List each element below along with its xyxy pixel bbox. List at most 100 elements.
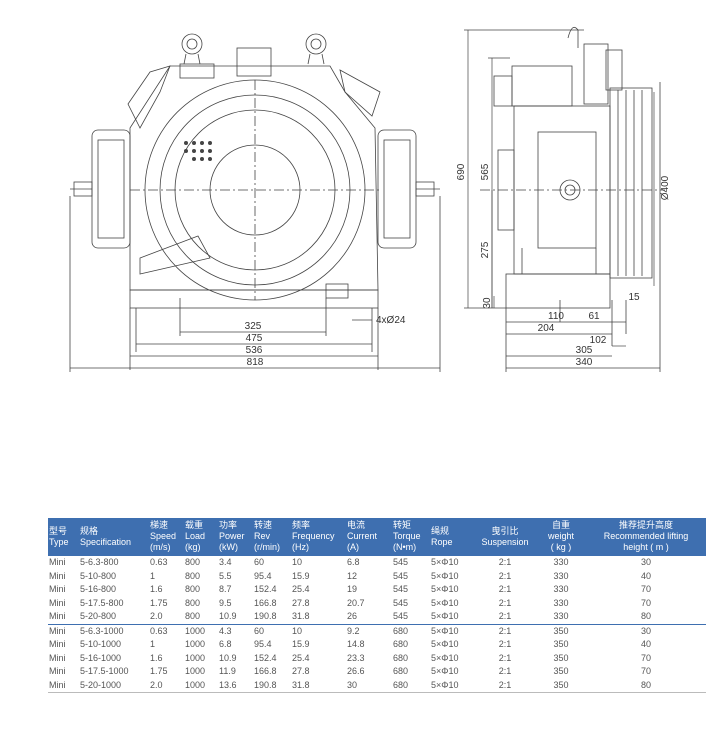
table-cell: 2:1 xyxy=(498,639,512,649)
front-view xyxy=(69,33,441,372)
table-cell: 152.4 xyxy=(254,584,277,594)
table-cell: 70 xyxy=(640,666,651,676)
table-cell: 70 xyxy=(640,597,651,608)
table-cell: 350 xyxy=(553,639,569,649)
table-cell: 350 xyxy=(553,652,569,663)
column-header-en: Type xyxy=(49,536,69,547)
table-cell: 70 xyxy=(640,584,651,594)
table-cell: 800 xyxy=(184,555,218,570)
table-cell: 545 xyxy=(392,555,430,570)
table-cell: 31.8 xyxy=(292,611,310,621)
table-cell: 5.5 xyxy=(219,570,232,581)
table-cell: 0.63 xyxy=(149,555,184,570)
dim-818: 818 xyxy=(247,357,264,368)
column-header-unit: (N•m) xyxy=(393,542,417,552)
table-cell: 1000 xyxy=(185,639,206,649)
dim-15: 15 xyxy=(628,292,640,303)
column-header-en: weight xyxy=(547,531,574,541)
table-cell: 680 xyxy=(393,639,409,649)
table-cell: 5×Φ10 xyxy=(431,611,459,621)
dim-61: 61 xyxy=(588,311,600,322)
table-cell: 5×Φ10 xyxy=(431,570,459,581)
table-cell: 3.4 xyxy=(218,555,253,570)
column-header-cn: 曳引比 xyxy=(491,525,519,536)
front-dimensions xyxy=(70,319,440,369)
table-cell: Mini xyxy=(49,584,66,594)
table-cell: 5×Φ10 xyxy=(431,597,459,608)
table-cell: 60 xyxy=(253,623,291,638)
table-cell: 545 xyxy=(393,611,409,621)
holes-label: 4xØ24 xyxy=(376,315,406,326)
table-cell: 330 xyxy=(553,570,569,581)
table-cell: 95.4 xyxy=(254,570,272,581)
column-header-unit: (r/min) xyxy=(254,542,280,552)
column-header-en: Rope xyxy=(431,536,453,547)
side-view xyxy=(464,26,665,372)
table-cell: 5-16-1000 xyxy=(80,652,122,663)
table-cell: 8.7 xyxy=(219,584,232,594)
table-cell: 31.8 xyxy=(291,678,346,693)
table-cell: 545 xyxy=(393,584,409,594)
table-cell: 30 xyxy=(346,678,392,693)
column-header-cn: 自重 xyxy=(551,520,570,530)
table-cell: 1.75 xyxy=(150,597,168,608)
column-header-unit: (A) xyxy=(347,542,359,552)
column-header-unit: (Hz) xyxy=(292,542,309,552)
table-cell: 13.6 xyxy=(218,678,253,693)
table-cell: 5-10-800 xyxy=(80,570,117,581)
table-cell: 5×Φ10 xyxy=(430,555,474,570)
table-cell: 95.4 xyxy=(254,639,272,649)
table-cell: 19 xyxy=(347,584,358,594)
table-cell: 20.7 xyxy=(347,597,365,608)
table-cell: 5-17.5-1000 xyxy=(80,666,129,676)
table-cell: 2:1 xyxy=(474,623,536,638)
table-cell: 2.0 xyxy=(149,678,184,693)
table-cell: 26.6 xyxy=(347,666,365,676)
table-cell: 12 xyxy=(347,570,358,581)
table-cell: 1.75 xyxy=(150,666,168,676)
table-cell: 166.8 xyxy=(254,666,277,676)
table-cell: 15.9 xyxy=(292,570,310,581)
column-header-unit: height ( m ) xyxy=(623,542,669,552)
table-cell: 27.8 xyxy=(292,597,310,608)
table-cell: 5×Φ10 xyxy=(431,584,459,594)
table-cell: 6.8 xyxy=(346,555,392,570)
dim-475: 475 xyxy=(246,333,263,344)
table-cell: 330 xyxy=(536,555,586,570)
table-cell: 5×Φ10 xyxy=(431,666,459,676)
table-cell: 350 xyxy=(553,666,569,676)
column-header-en: Load xyxy=(185,531,206,541)
table-cell: 1000 xyxy=(184,678,218,693)
table-cell: 2:1 xyxy=(498,652,512,663)
table-cell: 330 xyxy=(553,611,569,621)
table-cell: 1.6 xyxy=(150,652,163,663)
dim-565: 565 xyxy=(480,163,491,180)
table-cell: 26 xyxy=(347,611,358,621)
dim-340: 340 xyxy=(576,357,593,368)
table-cell: 0.63 xyxy=(149,623,184,638)
column-header-cn: 绳规 xyxy=(431,525,450,536)
table-cell: 330 xyxy=(553,584,569,594)
column-header-en: Rev xyxy=(254,531,271,541)
table-cell: 800 xyxy=(185,570,201,581)
table-cell: 2:1 xyxy=(474,555,536,570)
table-cell: 190.8 xyxy=(253,678,291,693)
table-cell: 2.0 xyxy=(150,611,163,621)
table-cell: 27.8 xyxy=(292,666,310,676)
table-cell: 60 xyxy=(253,555,291,570)
dim-305: 305 xyxy=(576,345,593,356)
column-header-unit: (kW) xyxy=(219,542,238,552)
table-cell: 680 xyxy=(393,666,409,676)
table-cell: Mini xyxy=(48,623,79,638)
